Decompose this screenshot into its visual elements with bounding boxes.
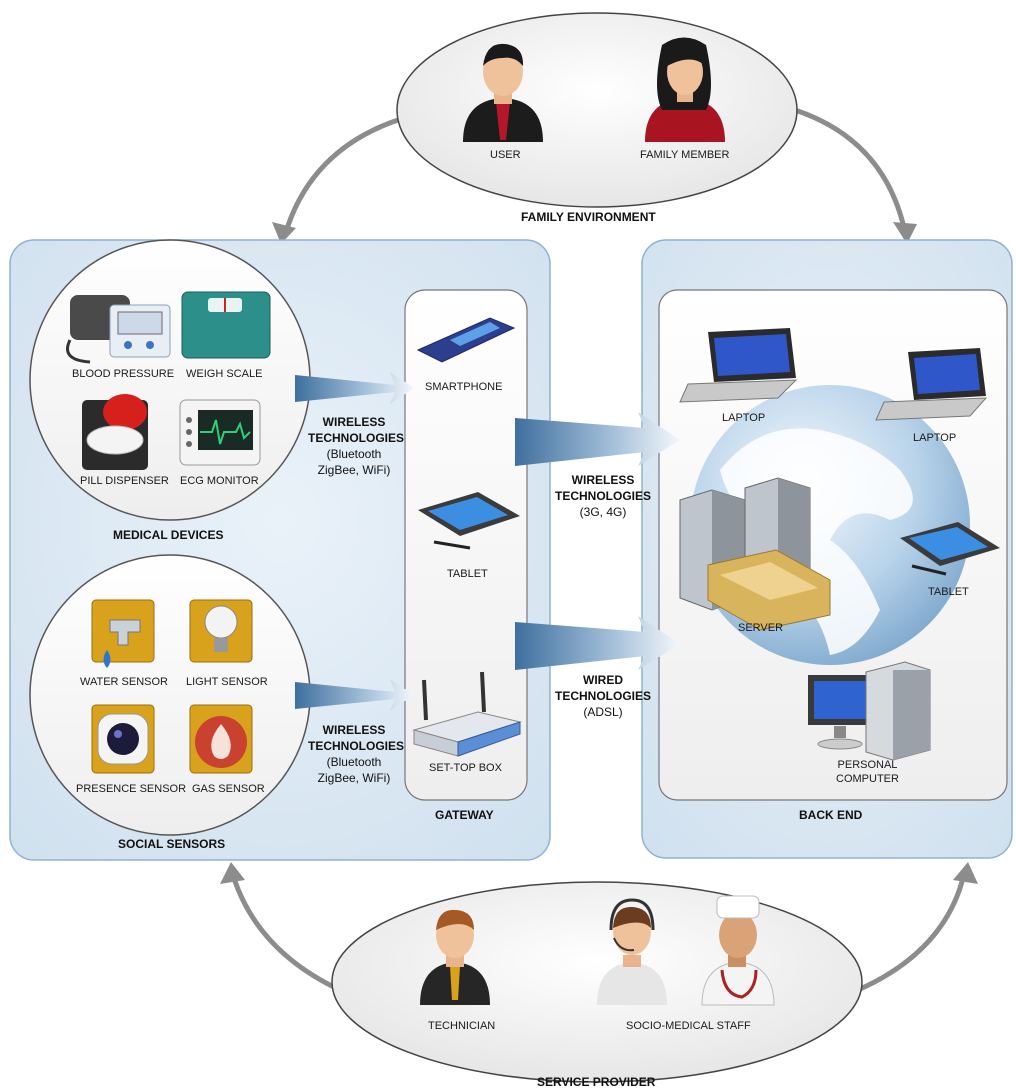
ecg-monitor-icon <box>179 399 261 466</box>
curve-arrowhead-provider-to-devices <box>220 862 245 884</box>
light-sensor-label: LIGHT SENSOR <box>186 676 268 688</box>
curve-arrowhead-family-to-backend <box>893 222 917 244</box>
service-provider-title: SERVICE PROVIDER <box>537 1075 656 1089</box>
link-detail2: ZigBee, WiFi) <box>317 463 391 477</box>
link-detail1: (3G, 4G) <box>579 505 627 519</box>
technician-label: TECHNICIAN <box>428 1020 496 1032</box>
pill-dispenser-label: PILL DISPENSER <box>80 475 169 487</box>
tablet-icon <box>900 522 1000 576</box>
tablet-label: TABLET <box>447 568 488 580</box>
light-sensor-icon <box>189 599 253 663</box>
server-label: SERVER <box>738 622 784 634</box>
family-member-label: FAMILY MEMBER <box>640 149 730 161</box>
link-detail1: (Bluetooth <box>326 755 382 769</box>
laptop-label: LAPTOP <box>722 412 766 424</box>
link-line1: WIRELESS <box>322 415 386 429</box>
wireless-backend-link-label: WIRELESS TECHNOLOGIES (3G, 4G) <box>555 472 651 520</box>
gateway-title: GATEWAY <box>435 808 494 822</box>
laptop-label: LAPTOP <box>913 432 957 444</box>
water-sensor-icon <box>91 599 155 668</box>
folder-icon <box>707 549 831 631</box>
router-icon <box>412 671 522 757</box>
curve-arrowhead-family-to-devices <box>272 222 296 244</box>
presence-sensor-icon <box>91 704 155 774</box>
wired-backend-link-label: WIRED TECHNOLOGIES (ADSL) <box>555 672 651 720</box>
service-provider-ellipse <box>331 881 863 1083</box>
tablet-icon <box>418 492 520 550</box>
ecg-monitor-label: ECG MONITOR <box>180 475 259 487</box>
sensors-link-label: WIRELESS TECHNOLOGIES (Bluetooth ZigBee,… <box>308 722 405 786</box>
link-detail1: (ADSL) <box>583 705 623 719</box>
link-line2: TECHNOLOGIES <box>308 739 405 753</box>
doctor-icon <box>701 895 775 1006</box>
family-environment-ellipse <box>396 12 798 208</box>
gas-sensor-label: GAS SENSOR <box>192 783 265 795</box>
arrow-gateway-to-backend-wired <box>515 616 680 670</box>
link-detail2: ZigBee, WiFi) <box>317 771 391 785</box>
link-line2: TECHNOLOGIES <box>555 689 652 703</box>
weigh-scale-icon <box>181 291 271 359</box>
person-icon <box>420 909 490 1005</box>
presence-sensor-label: PRESENCE SENSOR <box>76 783 187 795</box>
curve-arrowhead-provider-to-backend <box>953 862 978 884</box>
gas-sensor-icon <box>189 704 253 774</box>
person-icon <box>645 37 725 142</box>
gateway-column <box>404 289 528 801</box>
personal-computer-label: PERSONAL COMPUTER <box>836 758 899 786</box>
set-top-box-label: SET-TOP BOX <box>429 762 502 774</box>
link-line2: TECHNOLOGIES <box>555 489 652 503</box>
link-line1: WIRED <box>583 673 623 687</box>
link-detail1: (Bluetooth <box>326 447 382 461</box>
back-end-title: BACK END <box>799 808 863 822</box>
pc-icon <box>808 661 931 761</box>
user-label: USER <box>490 149 521 161</box>
blood-pressure-icon <box>66 295 171 364</box>
computer-label: COMPUTER <box>836 773 899 785</box>
laptop-icon <box>875 348 988 421</box>
person-icon <box>463 43 543 142</box>
water-sensor-label: WATER SENSOR <box>80 676 169 688</box>
socio-medical-staff-label: SOCIO-MEDICAL STAFF <box>626 1020 751 1032</box>
medical-devices-title: MEDICAL DEVICES <box>113 528 224 542</box>
link-line1: WIRELESS <box>571 473 635 487</box>
arrow-devices-to-gateway <box>295 372 414 404</box>
tablet-label: TABLET <box>928 586 969 598</box>
devices-link-label: WIRELESS TECHNOLOGIES (Bluetooth ZigBee,… <box>308 414 405 478</box>
link-line1: WIRELESS <box>322 723 386 737</box>
curve-arrow-provider-to-backend <box>856 869 968 993</box>
headset-icon <box>597 898 667 1005</box>
link-line2: TECHNOLOGIES <box>308 431 405 445</box>
laptop-icon <box>679 328 798 403</box>
curve-arrow-provider-to-devices <box>229 871 342 993</box>
arrow-sensors-to-gateway <box>295 679 414 711</box>
social-sensors-title: SOCIAL SENSORS <box>118 837 226 851</box>
smartphone-icon <box>416 317 516 363</box>
personal-label: PERSONAL <box>837 759 898 771</box>
medical-devices-circle <box>29 239 311 521</box>
curve-arrow-family-to-backend <box>794 107 908 233</box>
pill-dispenser-icon <box>82 394 148 470</box>
arrow-gateway-to-backend-wireless <box>515 412 680 466</box>
curve-arrow-family-to-devices <box>282 117 399 236</box>
weigh-scale-label: WEIGH SCALE <box>186 368 263 380</box>
smartphone-label: SMARTPHONE <box>425 381 503 393</box>
family-environment-title: FAMILY ENVIRONMENT <box>521 210 656 224</box>
blood-pressure-label: BLOOD PRESSURE <box>72 368 175 380</box>
